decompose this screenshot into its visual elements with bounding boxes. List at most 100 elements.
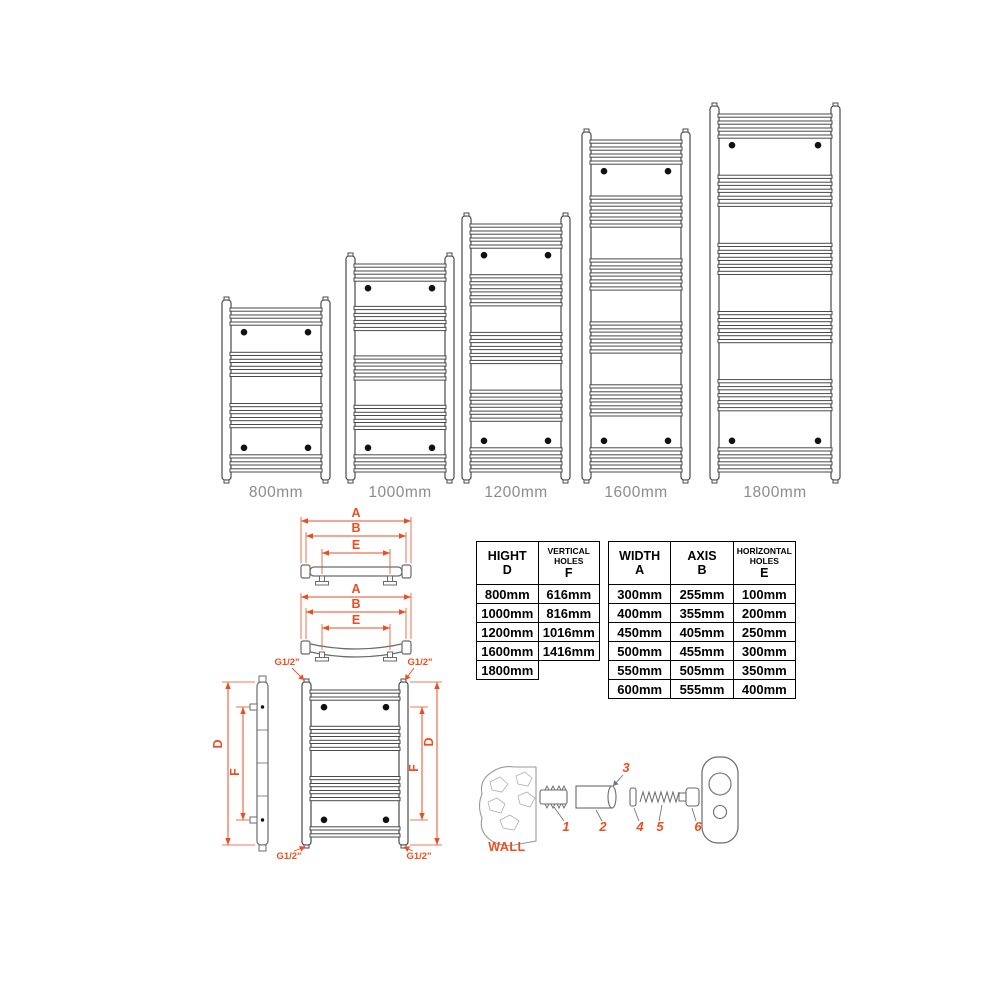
tube-cap <box>303 678 310 683</box>
rail <box>469 338 563 344</box>
rail <box>589 398 683 403</box>
tube-end <box>300 640 311 655</box>
rail <box>469 396 563 401</box>
rail <box>589 146 683 151</box>
dim-label-f: F <box>407 764 421 772</box>
rail <box>229 410 323 415</box>
radiator-lineup <box>221 102 841 484</box>
rail <box>353 312 447 318</box>
table-cell: 816mm <box>537 603 600 623</box>
part-number-3: 3 <box>622 760 630 775</box>
rail <box>717 127 833 132</box>
bracket-foot <box>383 581 397 586</box>
hole-mark <box>260 818 265 822</box>
table-cell: 405mm <box>670 622 734 642</box>
plug-rib <box>556 784 562 791</box>
rail <box>229 468 323 473</box>
rail <box>589 279 683 284</box>
mount-dot <box>814 437 822 445</box>
mount-dot <box>382 703 390 711</box>
rail <box>353 461 447 466</box>
radiator-size-label: 800mm <box>249 484 303 501</box>
table-cell: 500mm <box>607 641 672 661</box>
rail <box>589 412 683 417</box>
arrowhead <box>419 813 425 820</box>
mount-dot <box>728 141 736 149</box>
rail <box>469 403 563 408</box>
rail <box>589 391 683 396</box>
table-cell: 400mm <box>732 679 797 699</box>
plug-rib <box>561 784 567 791</box>
tube-cap <box>463 212 470 217</box>
mount-dot <box>664 167 672 175</box>
rail <box>589 202 683 207</box>
rail <box>589 447 683 452</box>
table-cell: 600mm <box>607 679 672 699</box>
rail <box>717 400 833 405</box>
part-number-6: 6 <box>694 819 702 834</box>
rail <box>229 417 323 422</box>
mount-dot <box>240 444 248 452</box>
plug-rib <box>550 784 556 791</box>
rail <box>717 468 833 473</box>
table-cell: 616mm <box>537 584 600 604</box>
arrowhead <box>322 625 329 631</box>
rail <box>309 689 401 694</box>
mount-dot <box>480 251 488 259</box>
table-cell: 255mm <box>670 584 734 604</box>
tube-cap <box>322 296 329 301</box>
radiator-size-label: 1200mm <box>484 484 547 501</box>
arrowhead <box>225 838 231 845</box>
rail <box>229 358 323 363</box>
tube-bore-small <box>712 804 728 820</box>
wall-section <box>478 766 537 846</box>
rail <box>589 461 683 466</box>
rail <box>229 351 323 356</box>
rail <box>589 335 683 340</box>
arrowhead <box>301 518 308 524</box>
bracket-nub <box>249 703 258 711</box>
rail <box>717 318 833 323</box>
rail <box>589 258 683 263</box>
table-cell: 505mm <box>670 660 734 680</box>
rail <box>717 311 833 316</box>
rail <box>469 352 563 358</box>
arrowhead <box>405 674 411 680</box>
radiator-1000 <box>345 252 455 484</box>
rail <box>309 732 401 737</box>
header-text: VERTICAL <box>547 545 591 556</box>
arrowhead <box>434 838 440 845</box>
arrowhead <box>306 533 313 539</box>
arrowhead <box>399 533 406 539</box>
side-tube <box>830 105 841 481</box>
leader-line <box>595 809 603 822</box>
rail <box>229 365 323 370</box>
dim-label-a: A <box>351 506 360 520</box>
table-cell: 450mm <box>607 622 672 642</box>
wall-outline <box>478 766 537 846</box>
part-number-4: 4 <box>635 819 644 834</box>
tube-cap <box>711 102 718 107</box>
dim-label-f: F <box>228 768 242 776</box>
rail <box>717 202 833 207</box>
rail <box>717 195 833 200</box>
tube-end <box>401 564 412 579</box>
table-cell: 300mm <box>607 584 672 604</box>
mount-dot <box>600 167 608 175</box>
rail <box>309 776 401 781</box>
tube-cap <box>463 479 470 484</box>
radiator-front-view <box>301 678 409 849</box>
header-text: AXIS <box>687 548 717 563</box>
side-tube <box>680 131 691 481</box>
top-view-straight <box>300 517 412 586</box>
rail <box>469 461 563 466</box>
